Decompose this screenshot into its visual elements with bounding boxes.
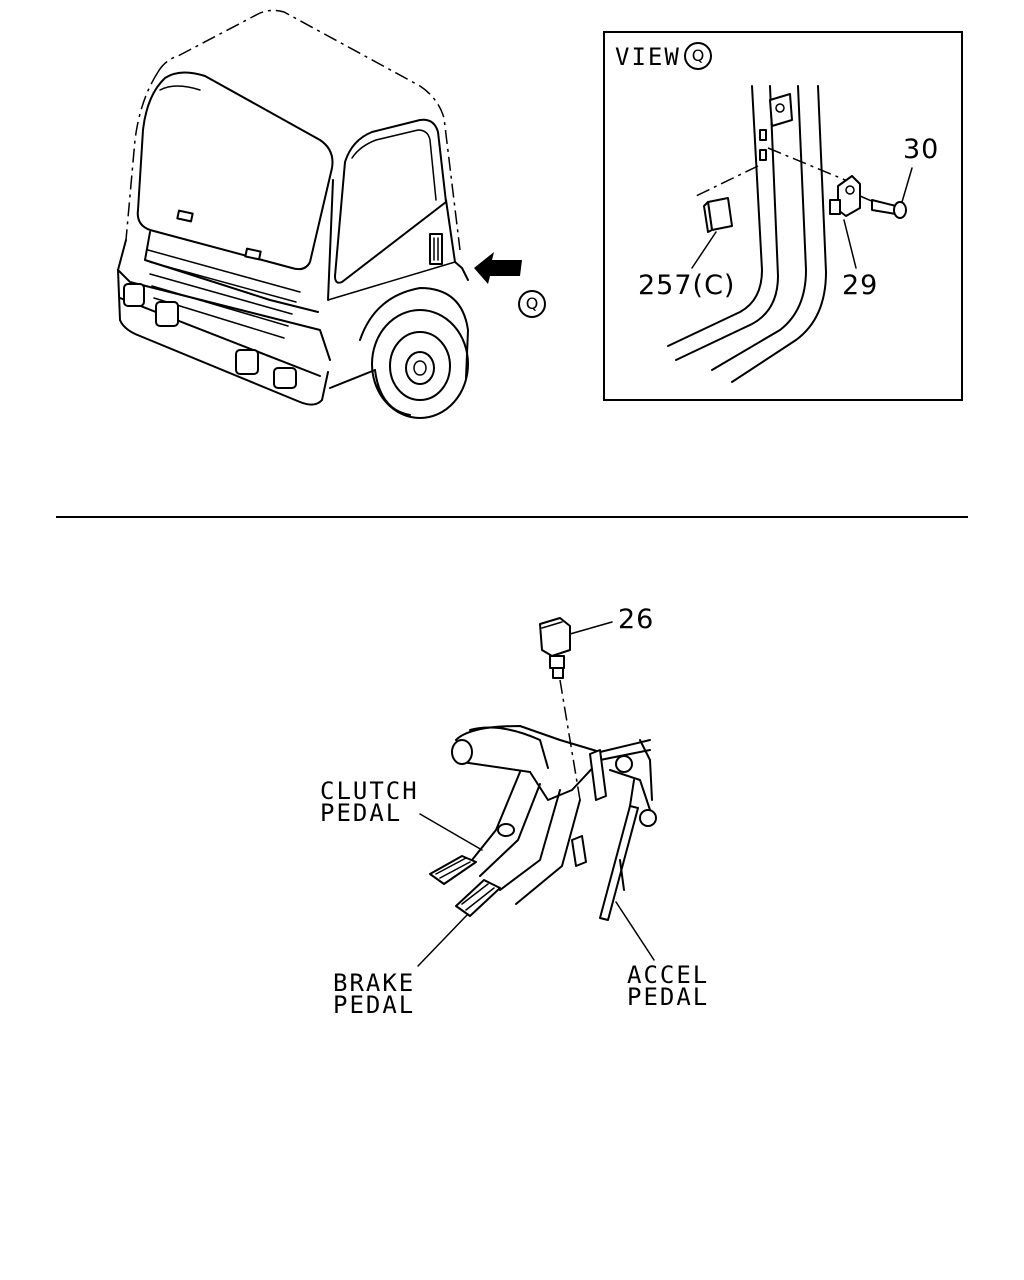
clutch-label-line1: CLUTCH bbox=[320, 777, 419, 805]
view-title: VIEW bbox=[615, 43, 681, 71]
brake-label-line2: PEDAL bbox=[333, 991, 416, 1019]
pedal-assembly-illustration bbox=[417, 617, 657, 967]
door-frame-illustration bbox=[667, 85, 913, 383]
accel-label-line1: ACCEL bbox=[627, 961, 710, 989]
brake-label-line1: BRAKE bbox=[333, 969, 416, 997]
truck-view-marker: Q bbox=[518, 290, 546, 318]
accel-label-line2: PEDAL bbox=[627, 983, 710, 1011]
truck-cab-illustration bbox=[117, 9, 469, 419]
view-marker-circle: Q bbox=[684, 42, 712, 70]
callout-30: 30 bbox=[903, 134, 940, 165]
callout-26: 26 bbox=[618, 604, 655, 635]
callout-257c: 257(C) bbox=[638, 270, 736, 301]
view-q-detail-box bbox=[603, 31, 963, 401]
view-direction-arrow bbox=[474, 252, 522, 284]
callout-29: 29 bbox=[842, 270, 879, 301]
clutch-label-line2: PEDAL bbox=[320, 799, 403, 827]
